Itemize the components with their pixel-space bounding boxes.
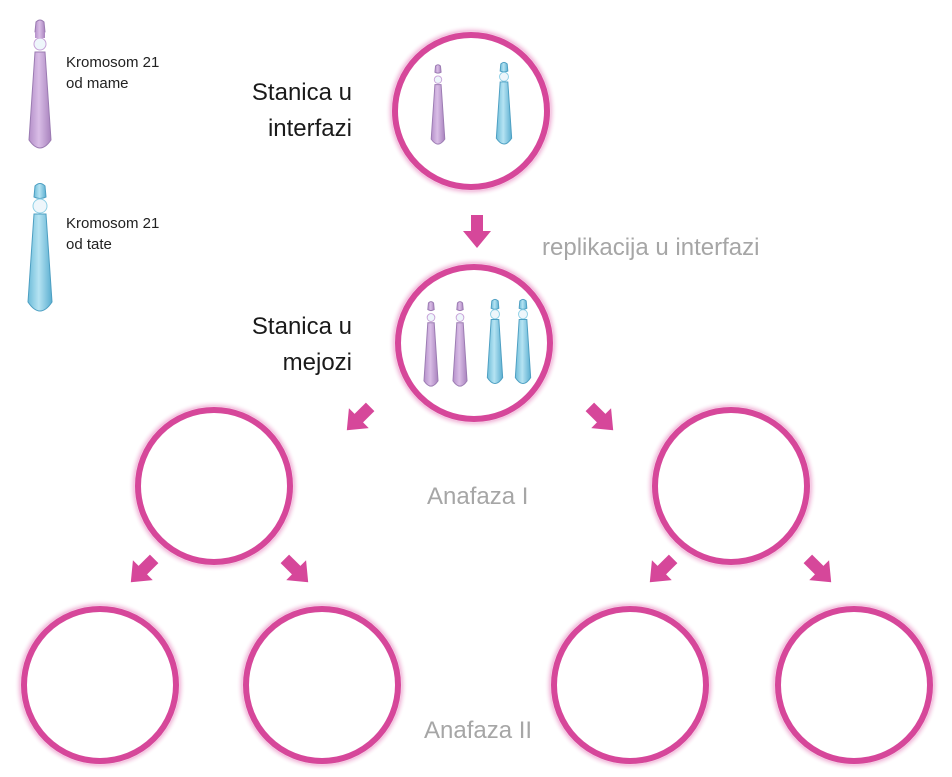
cell-anaphase2-4 [768, 599, 940, 771]
cell-interphase [385, 25, 557, 197]
meiosis-cell-label: Stanica u mejozi [251, 313, 352, 376]
paternal-chromosome-icon [27, 183, 53, 312]
paternal-chromosome [495, 61, 513, 145]
maternal-chromatid [423, 301, 439, 387]
paternal-chromatid [486, 298, 504, 384]
pink-arrow-icon [130, 554, 159, 583]
pink-arrow-icon [649, 554, 678, 583]
maternal-chromosome [430, 64, 446, 145]
cell-meiosis [388, 257, 560, 429]
cell-anaphase2-3 [544, 599, 716, 771]
legend-paternal-label: Kromosom 21 od tate [66, 215, 160, 253]
anaphase-2-label: Anafaza II [424, 717, 533, 744]
pink-arrow-icon [463, 215, 491, 248]
cell-anaphase2-2 [236, 599, 408, 771]
anaphase-1-label: Anafaza I [427, 483, 529, 510]
cell-anaphase2-1 [14, 599, 186, 771]
pink-arrow-icon [346, 402, 375, 431]
replication-label: replikacija u interfazi [542, 234, 760, 261]
pink-arrow-icon [280, 554, 309, 583]
pink-arrow-icon [803, 554, 832, 583]
maternal-chromatid [452, 301, 468, 387]
cell-anaphase1-right [645, 400, 817, 572]
paternal-chromatid [514, 298, 532, 384]
legend-maternal-label: Kromosom 21 od mame [66, 54, 160, 92]
pink-arrow-icon [585, 402, 614, 431]
interphase-cell-label: Stanica u interfazi [251, 79, 352, 142]
maternal-chromosome-icon [28, 19, 52, 149]
cell-anaphase1-left [128, 400, 300, 572]
